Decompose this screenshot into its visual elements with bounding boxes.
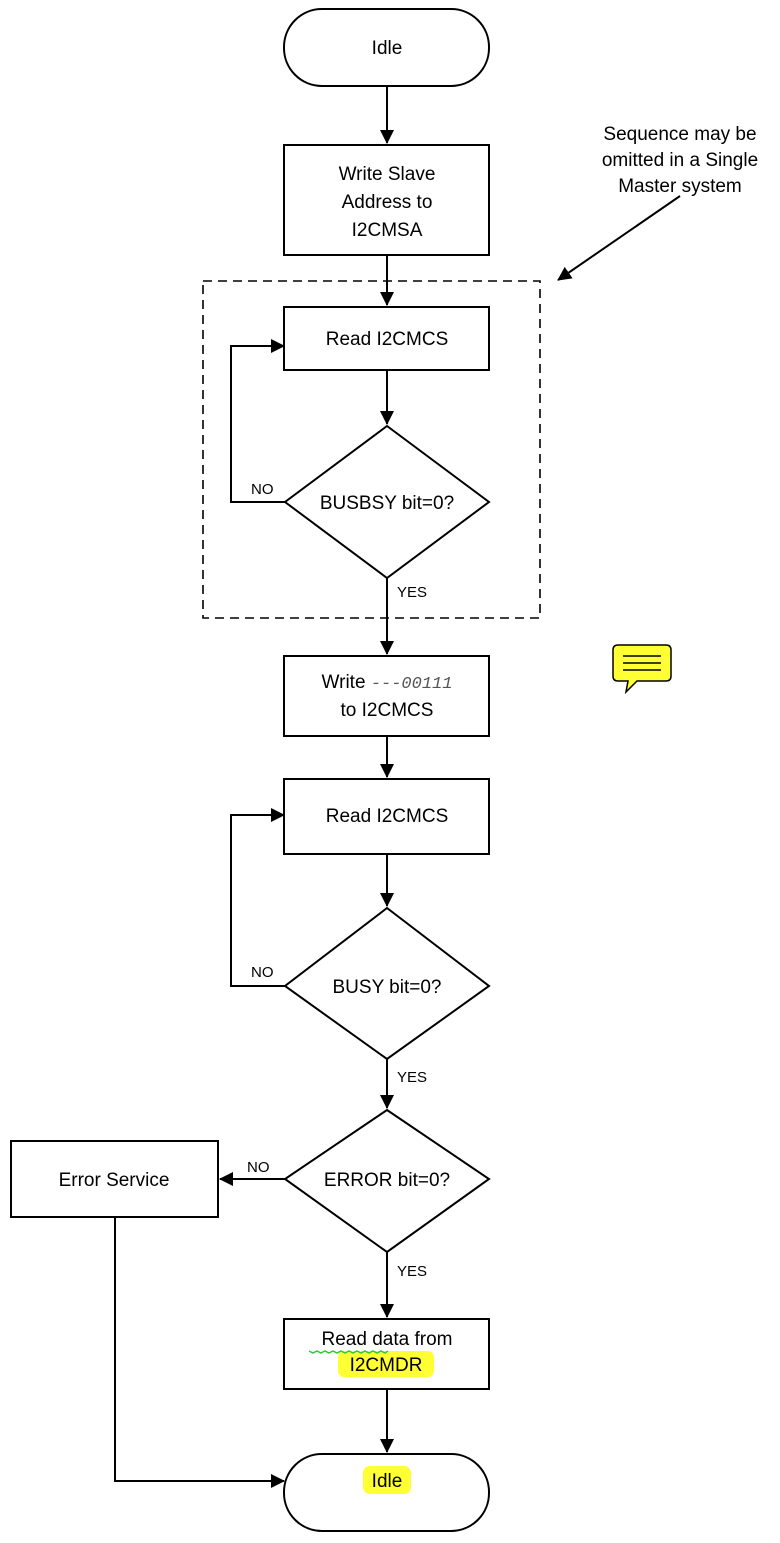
read-data-text: Read data [322,1329,410,1350]
error-label: ERROR bit=0? [324,1170,450,1191]
busbsy-label: BUSBSY bit=0? [320,493,454,514]
error-service-label: Error Service [59,1170,170,1191]
read-data-line-2: I2CMDR [350,1355,423,1376]
busbsy-no-label: NO [251,481,274,498]
no-loop-2 [230,808,285,987]
note-line-3: Master system [618,176,742,197]
i2cmdr-highlight [338,1351,434,1377]
end-label: Idle [372,1471,403,1492]
read-data-from-text: from [409,1329,452,1350]
note-arrow [557,195,681,281]
error-to-idle [114,1217,285,1488]
read-status-label-2: Read I2CMCS [326,806,449,827]
error-service-box [10,1140,219,1218]
write-command-line-2: to I2CMCS [341,700,434,721]
start-label: Idle [372,38,403,59]
read-status-box-1 [283,306,490,371]
write-address-line-1: Write Slave [339,164,436,185]
optional-sequence-region [202,280,541,619]
busy-decision [283,906,491,1061]
write-command-prefix: Write [322,672,371,693]
write-address-line-3: I2CMSA [352,220,423,241]
write-command-line-1: Write ---00111 [322,672,453,694]
write-command-box [283,655,490,737]
error-yes-label: YES [397,1263,427,1280]
write-address-box [283,144,490,256]
idle-highlight [363,1466,411,1494]
error-no-label: NO [247,1159,270,1176]
busy-yes-label: YES [397,1069,427,1086]
write-command-code: ---00111 [371,675,453,694]
start-terminal [283,8,490,87]
read-status-box-2 [283,778,490,855]
note-line-2: omitted in a Single [602,150,758,171]
spelling-squiggle [308,1350,389,1354]
no-loop-1 [230,339,285,503]
error-decision [283,1108,491,1254]
read-status-label-1: Read I2CMCS [326,329,449,350]
busy-label: BUSY bit=0? [333,977,442,998]
busbsy-decision [283,424,491,580]
read-data-line-1: Read data from [322,1329,453,1350]
write-address-line-2: Address to [342,192,433,213]
busbsy-yes-label: YES [397,584,427,601]
busy-no-label: NO [251,964,274,981]
comment-icon[interactable] [612,644,672,695]
note-line-1: Sequence may be [603,124,756,145]
